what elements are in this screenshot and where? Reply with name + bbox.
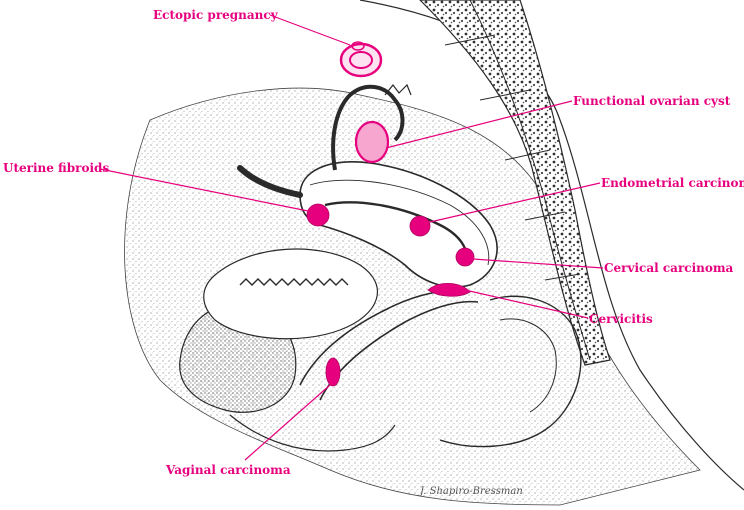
fimbriae [384, 83, 412, 96]
perineum [229, 414, 396, 452]
label-vaginal-carcinoma: Vaginal carcinoma [166, 463, 291, 477]
label-ectopic-pregnancy: Ectopic pregnancy [153, 8, 278, 22]
uterine-fibroid-lesion [306, 203, 330, 227]
endometrial-carcinoma-lesion [409, 215, 431, 237]
leader-fibroids [99, 168, 309, 212]
sacrum [419, 0, 611, 366]
lesions [306, 41, 475, 387]
bladder-rugae [239, 278, 349, 286]
cervicitis-lesion [427, 283, 471, 297]
fallopian-tube [331, 84, 405, 171]
leader-cervicitis [464, 289, 589, 319]
ovarian-cyst-lesion [354, 120, 390, 164]
rectal-folds [499, 318, 557, 413]
bladder [203, 248, 378, 340]
leader-ovarian [385, 100, 573, 149]
artist-signature: J. Shapiro-Bressman [420, 486, 523, 497]
uterine-wall [309, 179, 490, 266]
vaginal-carcinoma-lesion [325, 357, 341, 387]
leader-endometrial [429, 182, 601, 223]
leader-lines [99, 14, 604, 461]
spine-edge [469, 0, 591, 361]
vertebra-lines [444, 34, 581, 281]
round-ligament [237, 165, 303, 198]
uterus [299, 161, 498, 288]
label-cervicitis: Cervicitis [589, 312, 653, 326]
label-functional-ovarian-cyst: Functional ovarian cyst [573, 94, 731, 108]
label-endometrial-carcinoma: Endometrial carcinoma [601, 176, 744, 190]
rectum [439, 295, 582, 448]
ectopic-pregnancy-lesion [339, 41, 383, 78]
label-cervical-carcinoma: Cervical carcinoma [604, 261, 734, 275]
leader-vaginal [244, 384, 331, 461]
cervical-carcinoma-lesion [455, 247, 475, 267]
leader-ectopic [269, 14, 351, 46]
leader-cervical [472, 258, 604, 269]
label-uterine-fibroids: Uterine fibroids [3, 161, 110, 175]
